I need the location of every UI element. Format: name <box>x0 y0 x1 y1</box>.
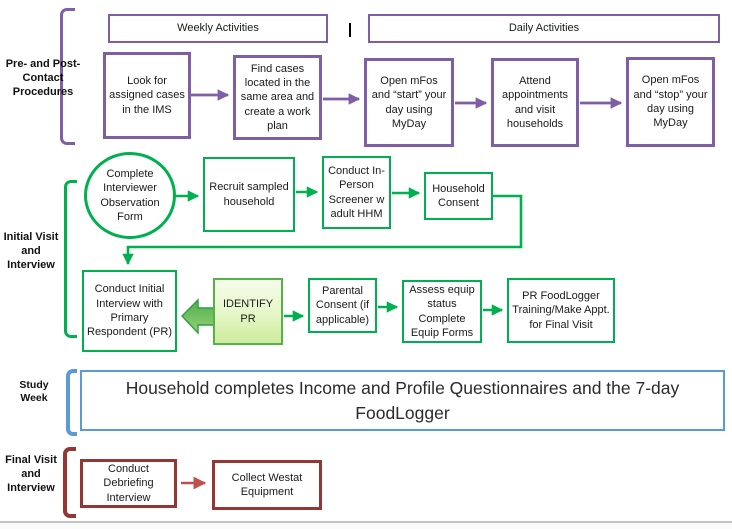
node-parental-consent: Parental Consent (if applicable) <box>308 278 377 333</box>
node-recruit-household: Recruit sampled household <box>203 157 295 232</box>
header-divider-bar <box>349 23 351 37</box>
section-label-final-visit: Final Visit and Interview <box>5 454 57 494</box>
elbow-connector <box>122 194 523 266</box>
node-study-week: Household completes Income and Profile Q… <box>80 370 725 431</box>
node-debriefing-interview: Conduct Debriefing Interview <box>80 459 177 508</box>
prepost-bracket <box>60 8 75 145</box>
node-find-cases: Find cases located in the same area and … <box>233 55 322 140</box>
node-look-for-cases: Look for assigned cases in the IMS <box>103 52 191 139</box>
identify-pr-block-arrow <box>181 298 216 335</box>
node-identify-pr: IDENTIFY PR <box>213 278 283 345</box>
node-initial-interview-pr: Conduct Initial Interview with Primary R… <box>82 270 177 352</box>
section-label-initial-visit: Initial Visit and Interview <box>3 231 59 271</box>
node-open-mfos-stop: Open mFos and “stop” your day using MyDa… <box>626 57 715 147</box>
weekly-activities-header: Weekly Activities <box>108 14 328 43</box>
node-attend-appointments: Attend appointments and visit households <box>491 58 579 147</box>
node-collect-equipment: Collect Westat Equipment <box>212 460 322 510</box>
study-week-bracket <box>66 369 77 436</box>
initial-visit-bracket <box>64 180 77 338</box>
section-label-prepost: Pre- and Post-Contact Procedures <box>5 58 81 98</box>
page-margin-area <box>0 523 732 529</box>
node-household-consent: Household Consent <box>424 172 493 220</box>
page-edge-line <box>0 521 732 523</box>
daily-activities-header: Daily Activities <box>368 14 720 43</box>
section-label-study-week: Study Week <box>19 379 49 405</box>
node-assess-equip: Assess equip status Complete Equip Forms <box>402 280 482 343</box>
node-in-person-screener: Conduct In-Person Screener w adult HHM <box>322 156 391 229</box>
final-visit-bracket <box>63 447 76 518</box>
node-interviewer-observation-form: Complete Interviewer Observation Form <box>84 152 176 239</box>
node-foodlogger-training: PR FoodLogger Training/Make Appt. for Fi… <box>507 278 615 343</box>
node-open-mfos-start: Open mFos and “start” your day using MyD… <box>364 58 454 147</box>
